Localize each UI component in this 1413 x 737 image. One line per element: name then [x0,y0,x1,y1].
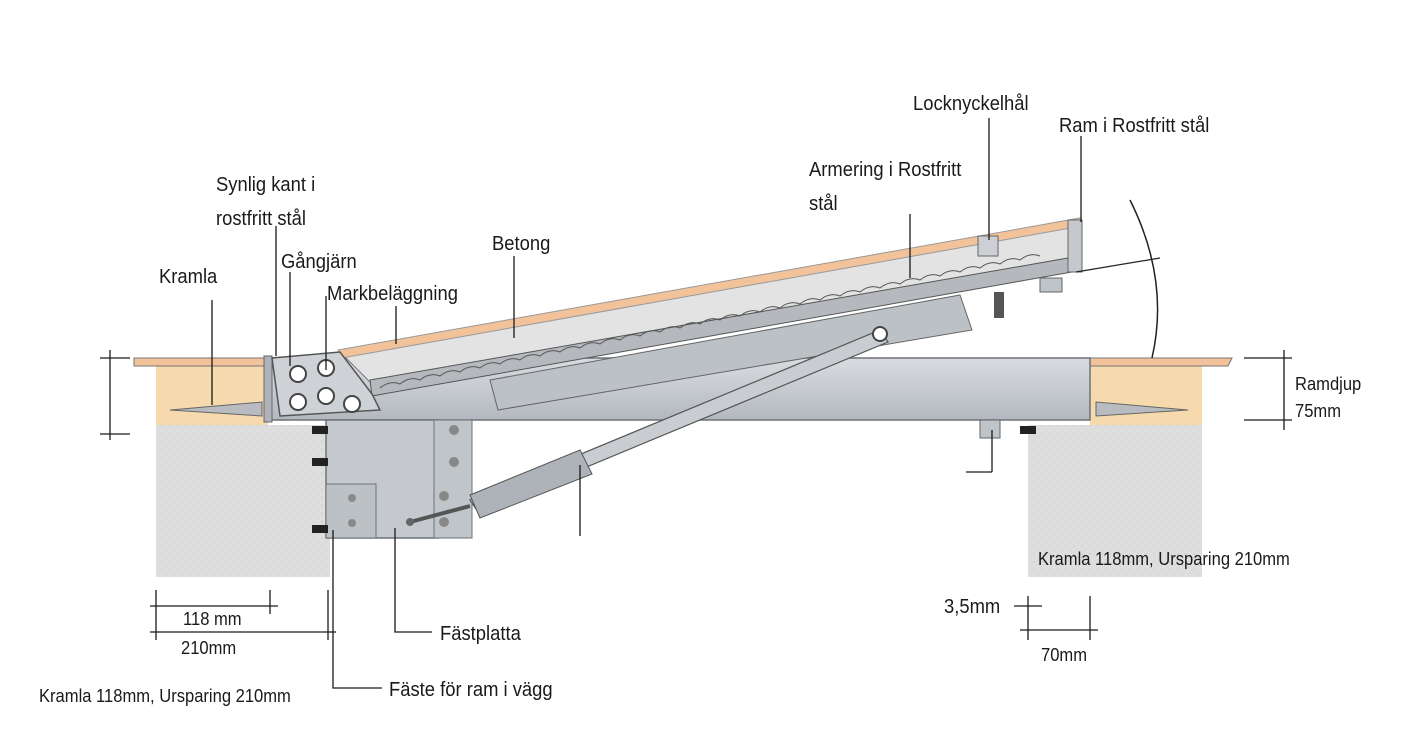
paving-base-right [1090,365,1202,425]
swing-arc [1129,199,1159,359]
label-locknyckelhal: Locknyckelhål [913,93,1029,115]
pavement-left [133,357,269,367]
label-dim-210: 210mm [181,638,237,658]
label-faste: Fäste för ram i vägg [389,679,553,701]
label-ram-rostfritt: Ram i Rostfritt stål [1059,115,1210,137]
ground-concrete-left [156,425,330,577]
label-synlig-1: Synlig kant i [216,174,316,196]
dimension-lines [100,350,1292,640]
fastplatta-plate [433,419,473,539]
label-armering-1: Armering i Rostfritt [809,159,962,181]
label-dim-35: 3,5mm [944,596,1001,618]
label-gangjarn: Gångjärn [281,251,357,273]
lid-lower-frame [489,294,973,411]
label-fastplatta: Fästplatta [440,623,521,645]
label-betong: Betong [492,233,551,255]
label-synlig-2: rostfritt stål [216,208,306,230]
label-ramdjup-1: Ramdjup [1295,374,1362,394]
leader-lines [211,118,1082,689]
gas-spring [406,326,889,526]
label-kramla-left: Kramla 118mm, Ursparing 210mm [39,686,291,706]
label-markbelaggning: Markbeläggning [327,283,458,305]
label-dim-70: 70mm [1041,645,1088,665]
label-kramla-right: Kramla 118mm, Ursparing 210mm [1038,549,1290,569]
faste-plate [325,483,377,539]
frame-left-edge [263,355,273,423]
kramla-right [1095,401,1189,417]
kramla-left [169,401,263,417]
label-dim-118: 118 mm [183,609,242,629]
label-armering-2: stål [809,193,838,215]
reinforcement-waves [379,254,1041,389]
label-kramla: Kramla [159,266,218,288]
ground-concrete-right [1028,425,1202,577]
label-ramdjup-2: 75mm [1295,401,1342,421]
pavement-right [1089,357,1233,367]
